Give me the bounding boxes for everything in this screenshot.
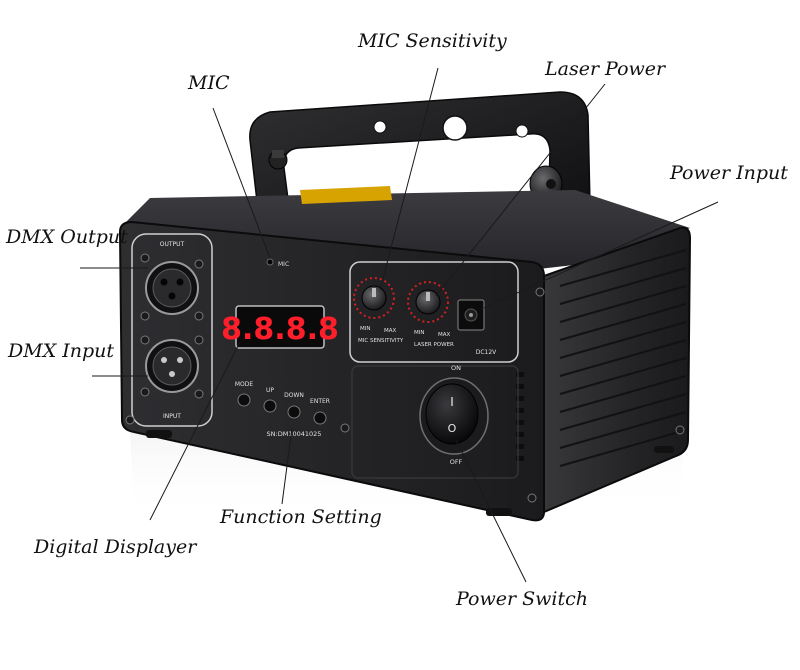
up-button-label: UP [266,387,274,394]
callout-dmx-input: DMX Input [8,340,115,362]
knob1-min: MIN [360,326,370,332]
rocker-off-mark: O [448,422,457,435]
knob2-name: LASER POWER [414,342,454,348]
dmx-output-connector[interactable] [145,261,199,315]
serial-number: SN:DM10041025 [267,430,322,438]
mic-sensitivity-knob[interactable] [353,277,395,319]
panel-screws [125,253,685,503]
display-readout: 8.8.8.8 [221,312,339,347]
switch-on-silk: ON [451,364,461,372]
cooling-fins [559,249,687,467]
laser-power-knob[interactable] [407,281,449,323]
dmx-output-silk: OUTPUT [160,241,185,248]
callout-digital-displayer: Digital Displayer [34,536,197,558]
callout-power-input: Power Input [670,162,788,184]
knob2-max: MAX [438,332,451,338]
mode-button-label: MODE [235,381,254,388]
power-input-jack[interactable] [457,299,485,331]
down-button-label: DOWN [284,392,304,399]
power-switch[interactable]: I O [419,377,489,455]
down-button[interactable] [287,405,301,419]
rocker-on-mark: I [450,395,454,409]
knob1-name: MIC SENSITIVITY [358,338,404,344]
enter-button[interactable] [313,411,327,425]
dc-rating: DC12V [476,349,497,356]
function-buttons: MODE UP DOWN ENTER [235,381,330,425]
callout-laser-power: Laser Power [545,58,666,80]
switch-panel [351,365,519,479]
knob1-max: MAX [384,328,397,334]
control-panel-outline [349,261,519,363]
up-button[interactable] [263,399,277,413]
callout-mic: MIC [188,72,230,94]
warning-label [300,186,392,204]
callout-mic-sensitivity: MIC Sensitivity [358,30,507,52]
enter-button-label: ENTER [310,398,330,405]
leader-lines [80,67,719,583]
mode-button[interactable] [237,393,251,407]
dmx-input-silk: INPUT [163,413,181,420]
mic-hole-icon [266,258,274,266]
mic-silk: MIC [278,261,289,268]
callout-power-switch: Power Switch [456,588,588,610]
switch-off-silk: OFF [450,458,463,466]
callout-dmx-output: DMX Output [6,226,128,248]
dmx-panel-outline [131,233,213,427]
dmx-input-connector[interactable] [145,339,199,393]
callout-function-setting: Function Setting [220,506,382,528]
device-feet [146,430,674,516]
digital-display [235,305,325,349]
knob2-min: MIN [414,330,424,336]
bracket-hole-icon [442,115,468,141]
